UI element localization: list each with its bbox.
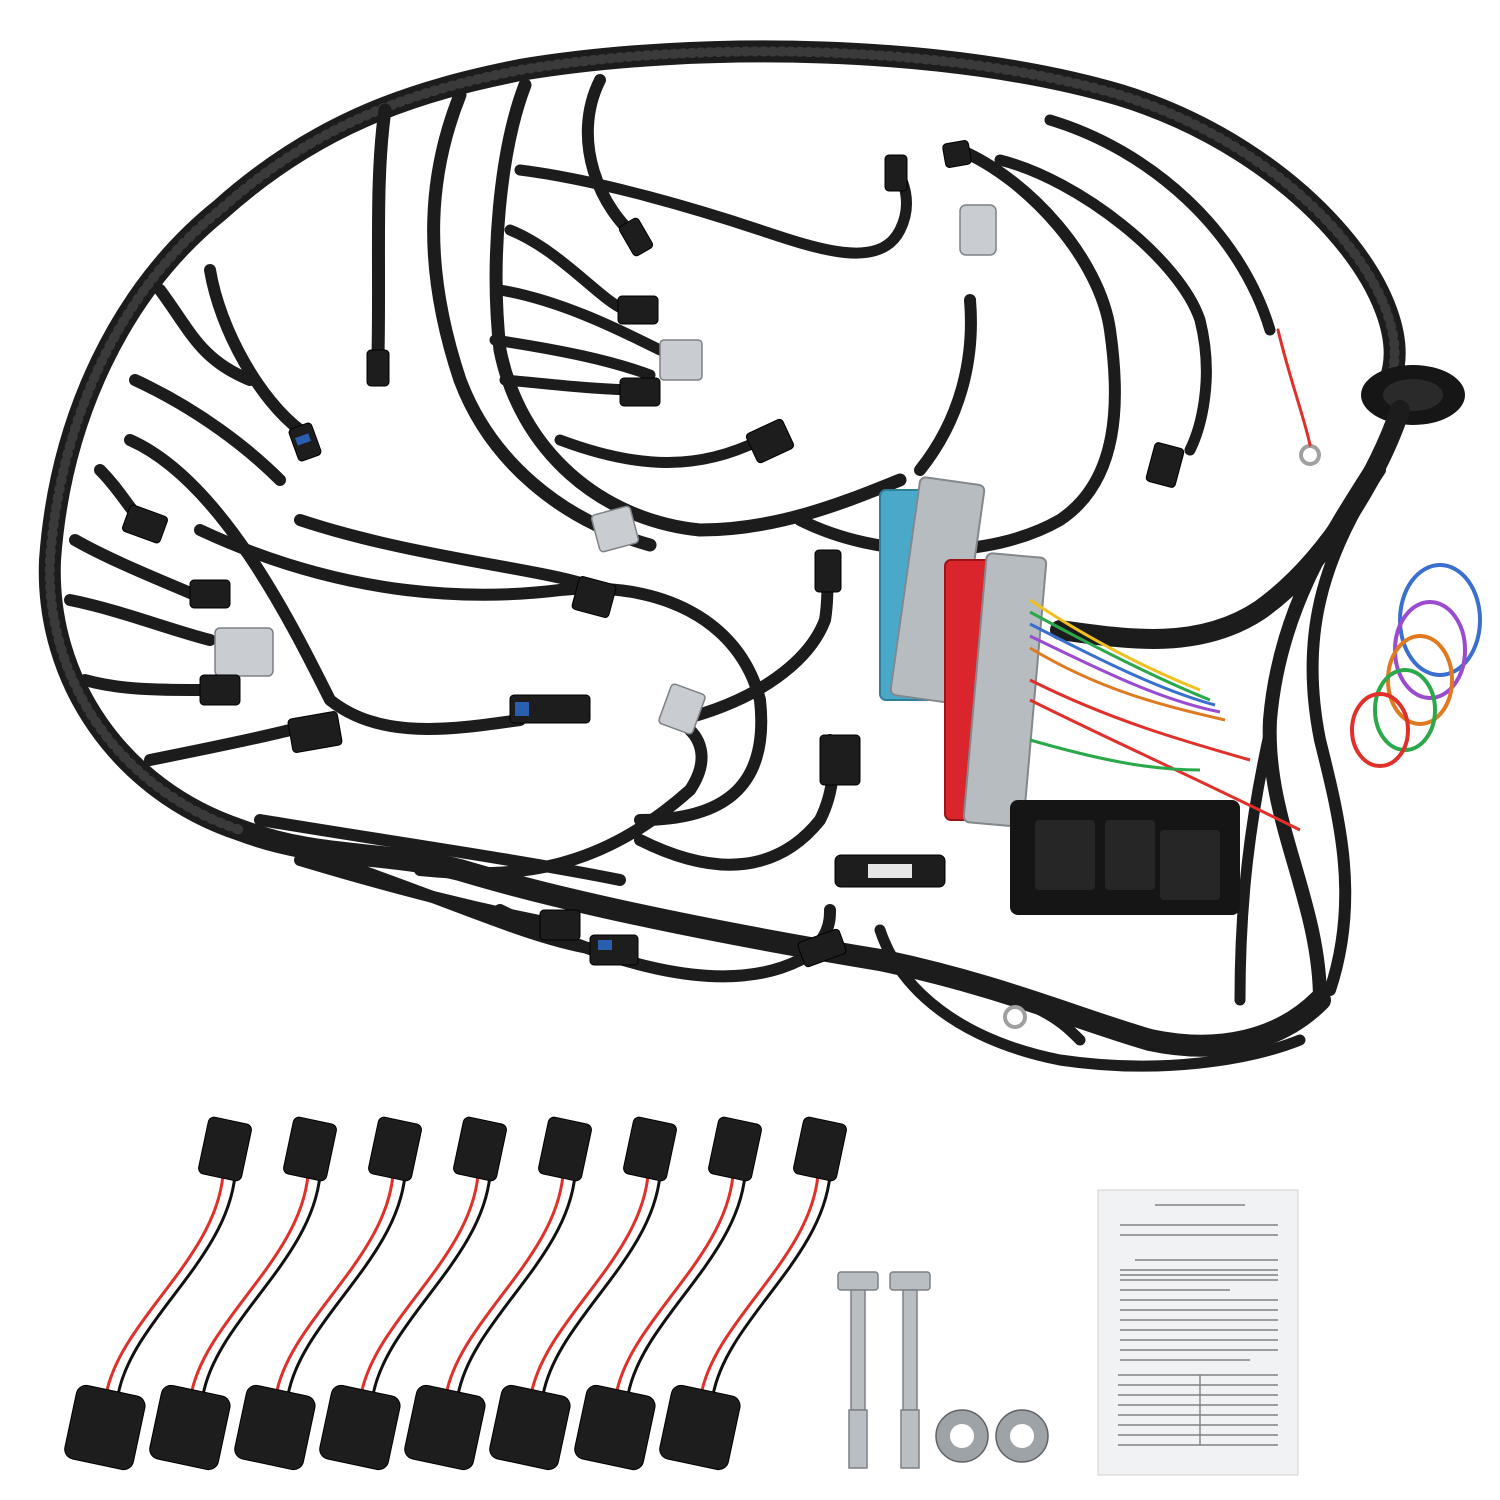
harness-connectors — [122, 140, 1321, 1029]
connector-plug — [589, 934, 639, 966]
connector-plug — [745, 418, 795, 464]
connector-plug — [1145, 442, 1185, 488]
connector-plug — [618, 217, 654, 257]
injector-adapter — [149, 1116, 337, 1471]
connector-plug — [659, 339, 703, 381]
adapter-connector-bottom — [234, 1384, 316, 1471]
wiring-harness — [38, 40, 1465, 1072]
connector-plug — [617, 295, 659, 325]
connector-plug — [942, 140, 972, 168]
adapter-connector-top — [623, 1116, 677, 1182]
connector-plug — [189, 579, 231, 609]
pcm-connector-shell — [962, 552, 1048, 828]
adapter-connector-top — [793, 1116, 847, 1182]
adapter-wire-black — [626, 1173, 747, 1397]
connector-plug — [590, 505, 640, 553]
connector-plug — [287, 711, 343, 753]
instruction-sheet — [1097, 1189, 1299, 1476]
injector-adapter — [64, 1116, 252, 1471]
connector-plug — [959, 204, 997, 256]
adapter-wire-black — [371, 1173, 492, 1397]
injector-adapters — [64, 1116, 847, 1471]
connector-plug — [199, 674, 241, 706]
adapter-wire-red — [444, 1173, 565, 1397]
mounting-bolts — [837, 1271, 931, 1469]
injector-adapter — [319, 1116, 507, 1471]
connector-plug — [619, 377, 661, 407]
injector-adapter — [489, 1116, 677, 1471]
connector-plug — [658, 683, 706, 735]
adapter-connector-top — [368, 1116, 422, 1182]
bolt — [837, 1271, 879, 1469]
connector-plug — [814, 549, 842, 593]
injector-adapter — [574, 1116, 762, 1471]
connector-plug — [366, 349, 390, 387]
adapter-wire-red — [614, 1173, 735, 1397]
injector-adapter — [659, 1116, 847, 1471]
connector-plug — [539, 909, 581, 941]
bolt — [889, 1271, 931, 1469]
connector-plug — [214, 627, 274, 677]
adapter-connector-top — [198, 1116, 252, 1182]
connector-plug — [884, 154, 908, 192]
injector-adapter — [234, 1116, 422, 1471]
connector-plug — [122, 504, 168, 544]
adapter-connector-top — [538, 1116, 592, 1182]
adapter-wire-black — [286, 1173, 407, 1397]
adapter-connector-bottom — [149, 1384, 231, 1471]
connector-plug — [571, 576, 617, 618]
adapter-connector-top — [453, 1116, 507, 1182]
adapter-wire-red — [189, 1173, 310, 1397]
star-washers — [935, 1409, 1049, 1463]
adapter-connector-bottom — [489, 1384, 571, 1471]
connector-plug — [509, 694, 591, 724]
injector-adapter — [404, 1116, 592, 1471]
adapter-connector-bottom — [64, 1384, 146, 1471]
adapter-wire-red — [699, 1173, 820, 1397]
adapter-wire-black — [541, 1173, 662, 1397]
connector-plug — [797, 928, 847, 968]
ring-terminal — [1003, 1005, 1027, 1029]
adapter-wire-black — [116, 1173, 237, 1397]
adapter-connector-bottom — [319, 1384, 401, 1471]
adapter-wire-red — [274, 1173, 395, 1397]
adapter-connector-top — [283, 1116, 337, 1182]
adapter-connector-bottom — [404, 1384, 486, 1471]
adapter-wire-black — [456, 1173, 577, 1397]
adapter-wire-black — [201, 1173, 322, 1397]
ring-terminal — [1299, 444, 1321, 466]
adapter-connector-bottom — [574, 1384, 656, 1471]
connector-plug — [819, 734, 861, 786]
adapter-wire-black — [711, 1173, 832, 1397]
adapter-wire-red — [529, 1173, 650, 1397]
adapter-wire-red — [359, 1173, 480, 1397]
adapter-connector-bottom — [659, 1384, 741, 1471]
adapter-connector-top — [708, 1116, 762, 1182]
pcm-connectors — [879, 476, 1482, 915]
adapter-wire-red — [104, 1173, 225, 1397]
